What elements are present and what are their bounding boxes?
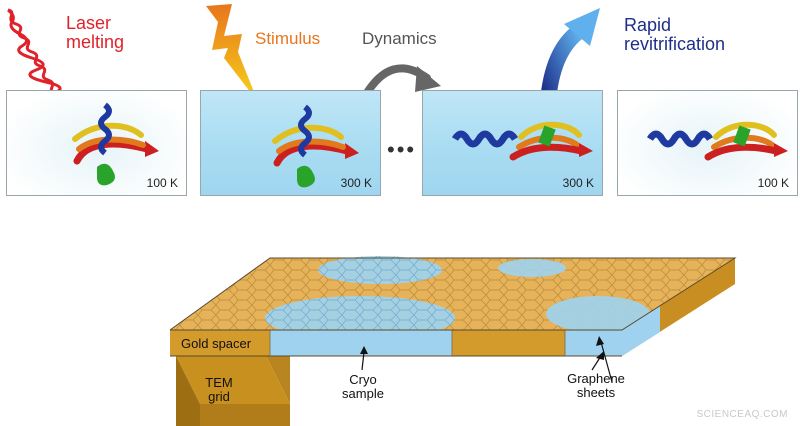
protein-unfolded-icon: [451, 121, 593, 161]
temperature-label: 100 K: [757, 176, 789, 190]
tem-grid-label: TEM grid: [205, 375, 233, 404]
watermark: SCIENCEAQ.COM: [696, 409, 788, 420]
tem-grid-block: [176, 356, 290, 404]
ellipsis: •••: [387, 137, 417, 162]
panel-dynamics: 300 K: [422, 90, 603, 196]
panel-frozen-final: 100 K: [617, 90, 798, 196]
panel-frozen-initial: 100 K: [6, 90, 187, 196]
lightning-bolt-icon: [206, 4, 258, 102]
rapid-revitrification-label: Rapid revitrification: [624, 15, 726, 54]
graphene-sheets-label: Graphene sheets: [567, 371, 625, 400]
laser-melting-label: Laser melting: [66, 13, 125, 52]
protein-folded-icon: [272, 104, 359, 188]
gold-spacer-label: Gold spacer: [181, 336, 252, 351]
temperature-label: 300 K: [340, 176, 372, 190]
protein-unfolded-icon: [646, 121, 788, 161]
stimulus-label: Stimulus: [255, 29, 321, 48]
temperature-label: 100 K: [146, 176, 178, 190]
protein-folded-icon: [72, 102, 159, 186]
dynamics-label: Dynamics: [362, 29, 437, 48]
temperature-label: 300 K: [562, 176, 594, 190]
panel-melted: 300 K: [200, 90, 381, 196]
cryo-sample-label: Cryo sample: [342, 372, 384, 401]
dynamics-curved-arrow-icon: [361, 64, 441, 100]
